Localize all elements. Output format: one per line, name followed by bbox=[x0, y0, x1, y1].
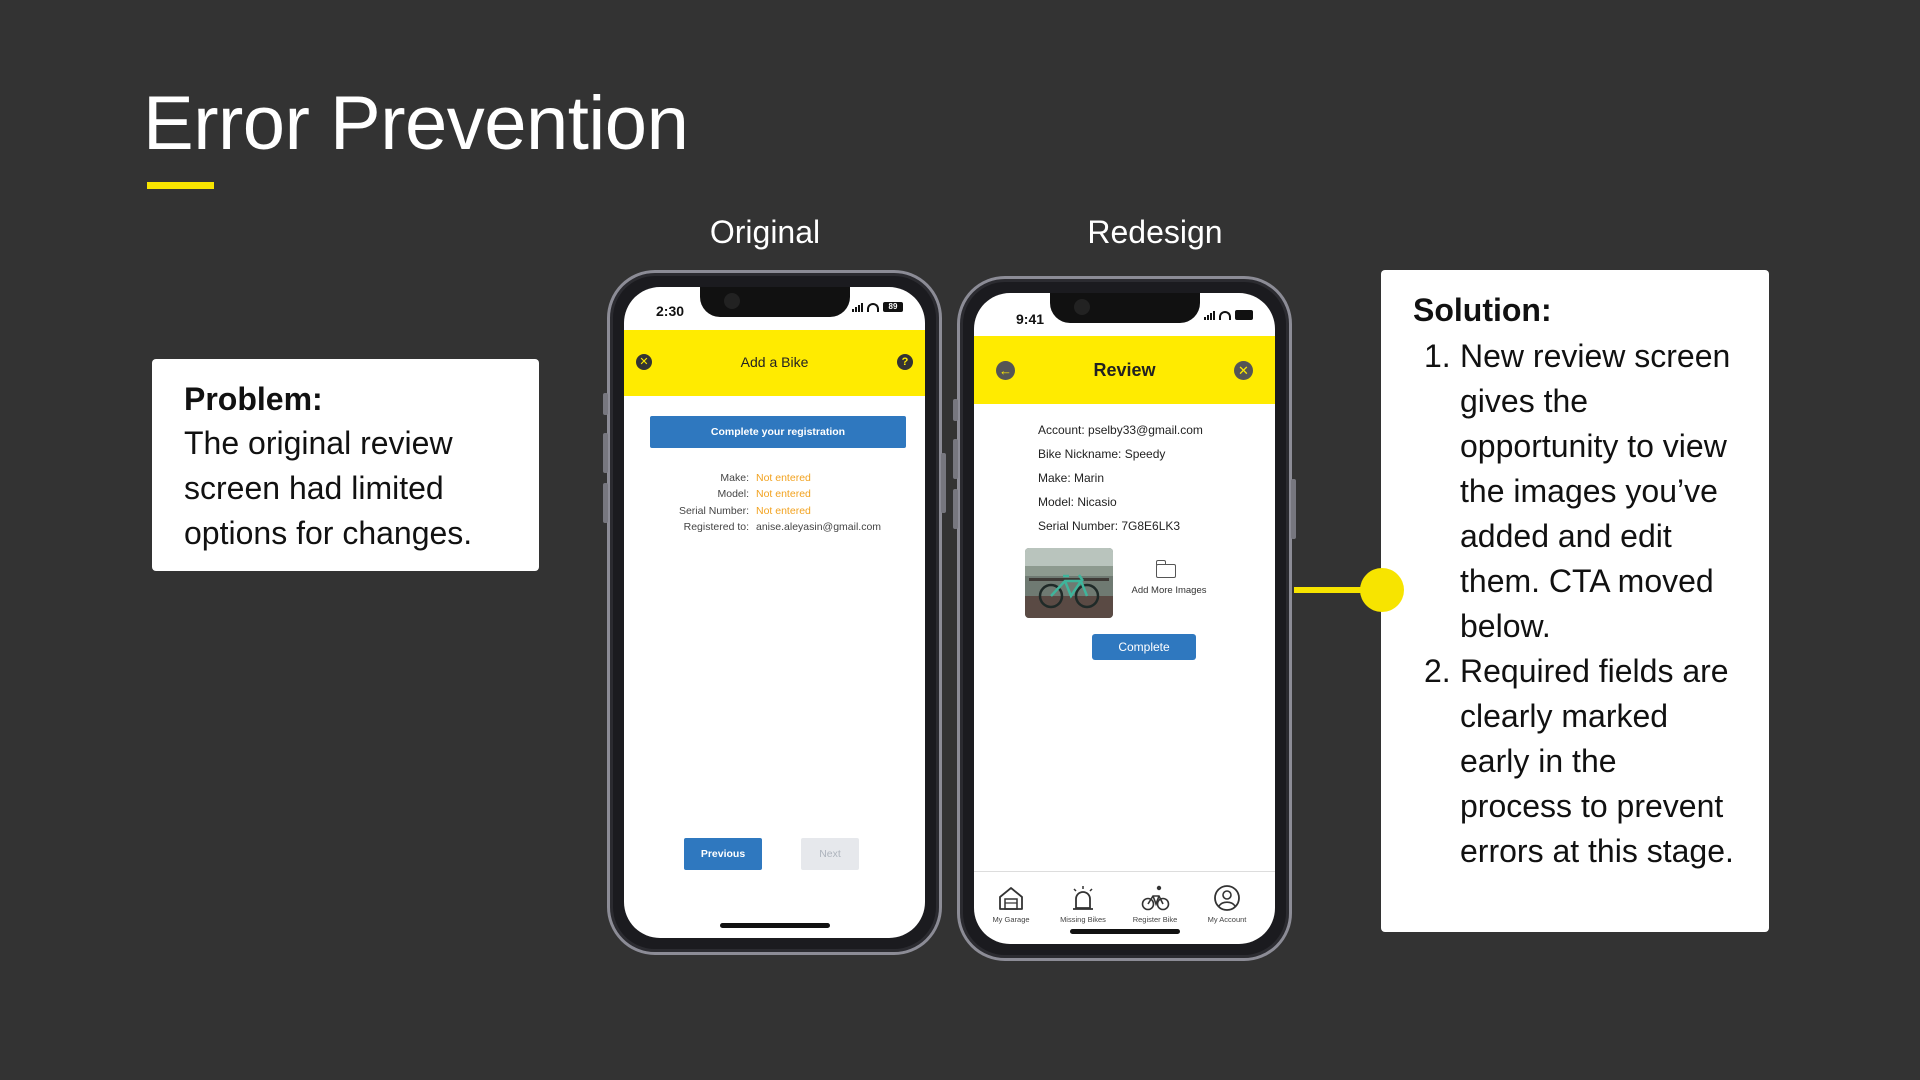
complete-registration-button[interactable]: Complete your registration bbox=[650, 416, 906, 448]
wifi-icon bbox=[1219, 310, 1231, 320]
original-phone: 2:30 89 ✕ Add a Bike ? Complete your reg… bbox=[603, 270, 946, 955]
original-screen: 2:30 89 ✕ Add a Bike ? Complete your reg… bbox=[624, 287, 925, 938]
side-button bbox=[603, 433, 608, 473]
home-indicator bbox=[719, 923, 830, 928]
field-label: Make: bbox=[720, 472, 749, 484]
review-line: Serial Number: 7G8E6LK3 bbox=[1038, 519, 1181, 533]
solution-heading: Solution: bbox=[1413, 292, 1552, 328]
signal-icon bbox=[852, 302, 863, 312]
review-line: Account: pselby33@gmail.com bbox=[1038, 423, 1203, 437]
side-button bbox=[953, 439, 958, 479]
review-line: Model: Nicasio bbox=[1038, 495, 1117, 509]
tab-bar-divider bbox=[974, 871, 1275, 872]
connector-line bbox=[1294, 587, 1384, 593]
complete-button[interactable]: Complete bbox=[1092, 634, 1196, 660]
slide-title: Error Prevention bbox=[143, 81, 689, 166]
solution-item-number: 1. bbox=[1424, 338, 1451, 374]
problem-card: Problem: The original review screen had … bbox=[152, 359, 539, 571]
side-button bbox=[953, 489, 958, 529]
field-value: Not entered bbox=[756, 505, 811, 517]
tab-label: My Garage bbox=[992, 915, 1030, 924]
back-arrow-icon[interactable]: ← bbox=[996, 361, 1015, 380]
tab-missing-bikes[interactable]: Missing Bikes bbox=[1048, 883, 1118, 924]
account-icon bbox=[1214, 885, 1240, 911]
alarm-icon bbox=[1073, 886, 1093, 910]
title-underline bbox=[147, 182, 214, 189]
review-line: Bike Nickname: Speedy bbox=[1038, 447, 1166, 461]
field-value: anise.aleyasin@gmail.com bbox=[756, 521, 882, 533]
field-label: Serial Number: bbox=[678, 505, 749, 517]
solution-item: 2. Required fields are clearly marked ea… bbox=[1413, 649, 1737, 874]
bike-photo[interactable] bbox=[1025, 548, 1113, 618]
solution-list: 1. New review screen gives the opportuni… bbox=[1413, 334, 1737, 874]
side-button bbox=[603, 393, 608, 415]
side-button bbox=[603, 483, 608, 523]
solution-item: 1. New review screen gives the opportuni… bbox=[1413, 334, 1737, 649]
header-bar: ← Review ✕ bbox=[974, 336, 1275, 404]
notch bbox=[1049, 293, 1200, 323]
header-bar: ✕ Add a Bike ? bbox=[624, 330, 925, 396]
battery-icon bbox=[1235, 310, 1253, 320]
wifi-icon bbox=[867, 302, 879, 312]
original-caption: Original bbox=[709, 214, 821, 250]
screen-title: Review bbox=[1093, 360, 1156, 380]
status-icons bbox=[1204, 310, 1253, 320]
bike-icon bbox=[1141, 885, 1170, 911]
connector-dot bbox=[1360, 568, 1404, 612]
bike-photo-image bbox=[1025, 548, 1113, 618]
notch bbox=[699, 287, 850, 317]
field-value: Not entered bbox=[756, 472, 811, 484]
home-indicator bbox=[1069, 929, 1180, 934]
problem-text: The original review screen had limited o… bbox=[184, 425, 473, 551]
side-button bbox=[953, 399, 958, 421]
signal-icon bbox=[1204, 310, 1215, 320]
redesign-phone: 9:41 ← Review ✕ Account: pselby33@gmail.… bbox=[953, 276, 1296, 961]
battery-icon: 89 bbox=[883, 302, 903, 312]
add-images-icon[interactable] bbox=[1155, 560, 1176, 578]
close-icon[interactable]: ✕ bbox=[636, 354, 652, 370]
side-button bbox=[941, 453, 946, 513]
review-line: Make: Marin bbox=[1038, 471, 1105, 485]
status-icons: 89 bbox=[852, 302, 903, 312]
solution-card: Solution: 1. New review screen gives the… bbox=[1381, 270, 1769, 932]
field-value: Not entered bbox=[756, 488, 811, 500]
status-time: 2:30 bbox=[656, 303, 685, 319]
screen-title: Add a Bike bbox=[740, 354, 809, 370]
status-time: 9:41 bbox=[1016, 311, 1045, 327]
tab-label: Missing Bikes bbox=[1060, 915, 1106, 924]
garage-icon bbox=[999, 887, 1023, 910]
help-icon[interactable]: ? bbox=[897, 354, 913, 370]
tab-my-account[interactable]: My Account bbox=[1192, 883, 1262, 924]
field-label: Model: bbox=[717, 488, 749, 500]
solution-item-text: New review screen gives the opportunity … bbox=[1460, 338, 1731, 644]
problem-heading: Problem: bbox=[184, 381, 323, 417]
solution-item-text: Required fields are clearly marked early… bbox=[1460, 653, 1734, 869]
tab-label: My Account bbox=[1207, 915, 1247, 924]
redesign-screen: 9:41 ← Review ✕ Account: pselby33@gmail.… bbox=[974, 293, 1275, 944]
tab-register-bike[interactable]: Register Bike bbox=[1120, 883, 1190, 924]
close-icon[interactable]: ✕ bbox=[1234, 361, 1253, 380]
side-button bbox=[1291, 479, 1296, 539]
next-button[interactable]: Next bbox=[801, 838, 859, 870]
solution-item-number: 2. bbox=[1424, 653, 1451, 689]
field-label: Registered to: bbox=[683, 521, 749, 533]
tab-label: Register Bike bbox=[1132, 915, 1178, 924]
previous-button[interactable]: Previous bbox=[684, 838, 762, 870]
add-more-images-link[interactable]: Add More Images bbox=[1131, 585, 1207, 596]
tab-my-garage[interactable]: My Garage bbox=[976, 883, 1046, 924]
redesign-caption: Redesign bbox=[1087, 214, 1223, 250]
